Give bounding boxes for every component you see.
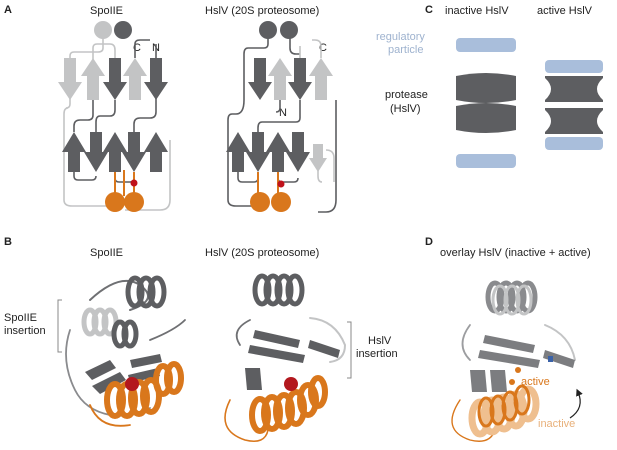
hslv-structure bbox=[224, 273, 352, 443]
hslv-overlay-structure bbox=[451, 280, 583, 442]
panel-a-right-title: HslV (20S proteosome) bbox=[205, 5, 320, 17]
inactive-regulatory-top bbox=[456, 38, 516, 52]
inactive-label: inactive bbox=[538, 418, 576, 430]
col-active-label: active HslV bbox=[537, 5, 593, 17]
panel-c-letter: C bbox=[425, 4, 433, 16]
panel-a-label-c2: C bbox=[319, 42, 327, 54]
spoiie-metal-ion bbox=[125, 377, 139, 391]
spoiie-topology-diagram bbox=[58, 21, 171, 212]
panel-a-label-c1: C bbox=[133, 42, 141, 54]
panel-a-letter: A bbox=[4, 4, 12, 16]
hslv-insertion-label-1: HslV bbox=[368, 335, 392, 347]
hslv-topology-diagram bbox=[226, 21, 337, 213]
panel-a-left-title: SpoIIE bbox=[90, 5, 124, 17]
active-protease-top bbox=[545, 76, 603, 102]
panel-d-letter: D bbox=[425, 236, 433, 248]
panel-b-left-title: SpoIIE bbox=[90, 247, 124, 259]
inactive-protease-top bbox=[456, 73, 516, 103]
regulatory-label-1: regulatory bbox=[376, 31, 425, 43]
panel-a-label-n2: N bbox=[279, 107, 287, 119]
spoiie-insertion-label-2: insertion bbox=[4, 325, 46, 337]
regulatory-label-2: particle bbox=[388, 44, 424, 56]
panel-d-title: overlay HslV (inactive + active) bbox=[440, 247, 591, 259]
protease-label-2: (HslV) bbox=[390, 103, 421, 115]
spoiie-insertion-label-1: SpoIIE bbox=[4, 312, 38, 324]
inactive-regulatory-bottom bbox=[456, 154, 516, 168]
active-label: active bbox=[521, 376, 550, 388]
col-inactive-label: inactive HslV bbox=[445, 5, 509, 17]
transition-arrow-icon bbox=[569, 388, 583, 419]
inactive-protease-bottom bbox=[456, 103, 516, 133]
hslv-schematic bbox=[456, 38, 603, 168]
panel-b-right-title: HslV (20S proteosome) bbox=[205, 247, 320, 259]
panel-b-letter: B bbox=[4, 236, 12, 248]
protease-label-1: protease bbox=[385, 89, 428, 101]
active-regulatory-top bbox=[545, 60, 603, 73]
hslv-insertion-label-2: insertion bbox=[356, 348, 398, 360]
active-protease-bottom bbox=[545, 108, 603, 134]
spoiie-structure bbox=[57, 275, 186, 427]
hslv-metal-ion bbox=[284, 377, 298, 391]
active-regulatory-bottom bbox=[545, 137, 603, 150]
